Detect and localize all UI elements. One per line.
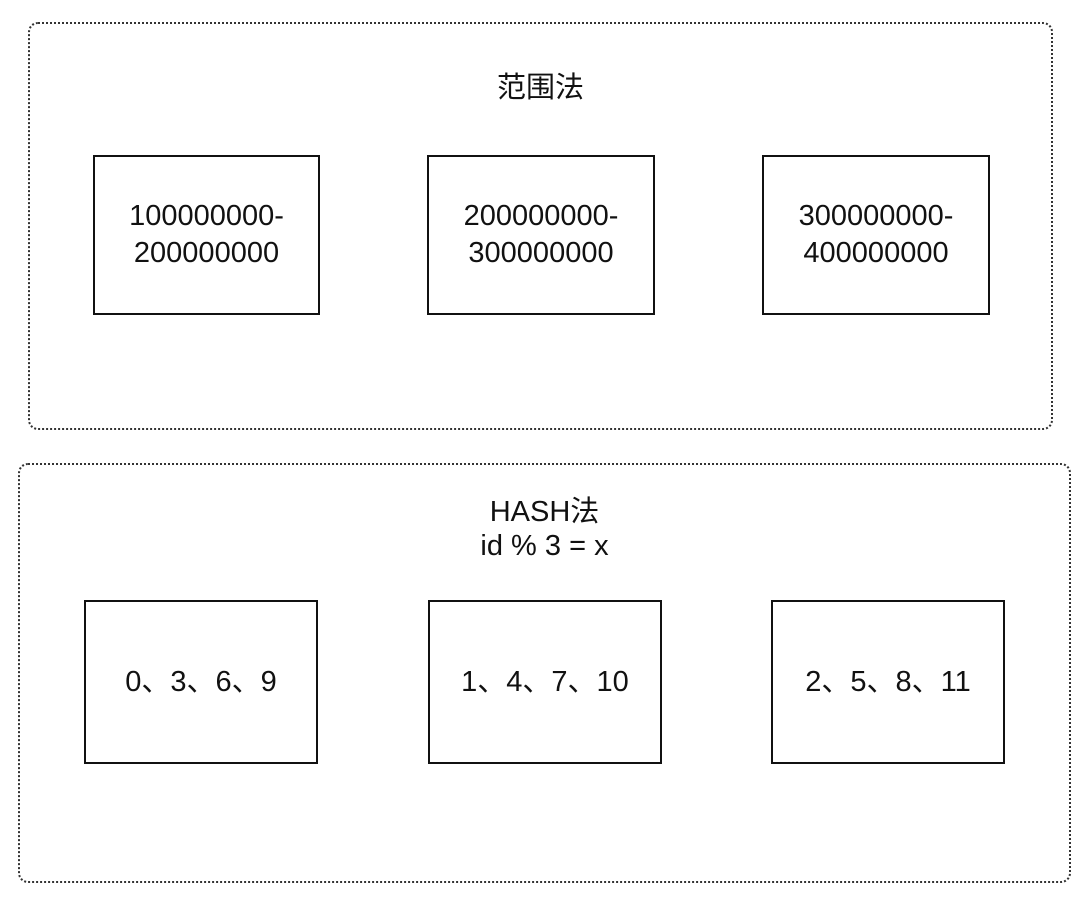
range-shard-2-end: 300000000 [468,237,614,269]
hash-shard-1-label: 0、3、6、9 [125,665,277,698]
range-shard-1-end: 200000000 [133,237,280,269]
hash-partition-title-name: HASH法 [489,496,600,528]
hash-shard-1: 0、3、6、9 [84,600,318,764]
range-shard-2: 200000000- 300000000 [427,155,655,315]
range-shard-2-start: 200000000- [463,200,619,232]
hash-partition-group: HASH法 id % 3 = x 0、3、6、9 1、4、7、10 2、5、8、… [18,463,1071,883]
range-shard-1-start: 100000000- [129,200,284,232]
hash-shard-3: 2、5、8、11 [771,600,1005,764]
hash-shard-2-label: 1、4、7、10 [461,665,629,698]
hash-partition-formula: id % 3 = x [480,530,609,562]
range-shard-3-start: 300000000- [798,200,954,232]
range-partition-group: 范围法 100000000- 200000000 200000000- 3000… [28,22,1053,430]
hash-shard-3-label: 2、5、8、11 [805,665,971,698]
range-shard-3-end: 400000000 [803,237,949,269]
range-shard-3: 300000000- 400000000 [762,155,990,315]
hash-shard-2: 1、4、7、10 [428,600,662,764]
range-partition-title: 范围法 [496,72,584,104]
range-shard-1: 100000000- 200000000 [93,155,320,315]
hash-partition-title: HASH法 id % 3 = x [20,495,1069,563]
